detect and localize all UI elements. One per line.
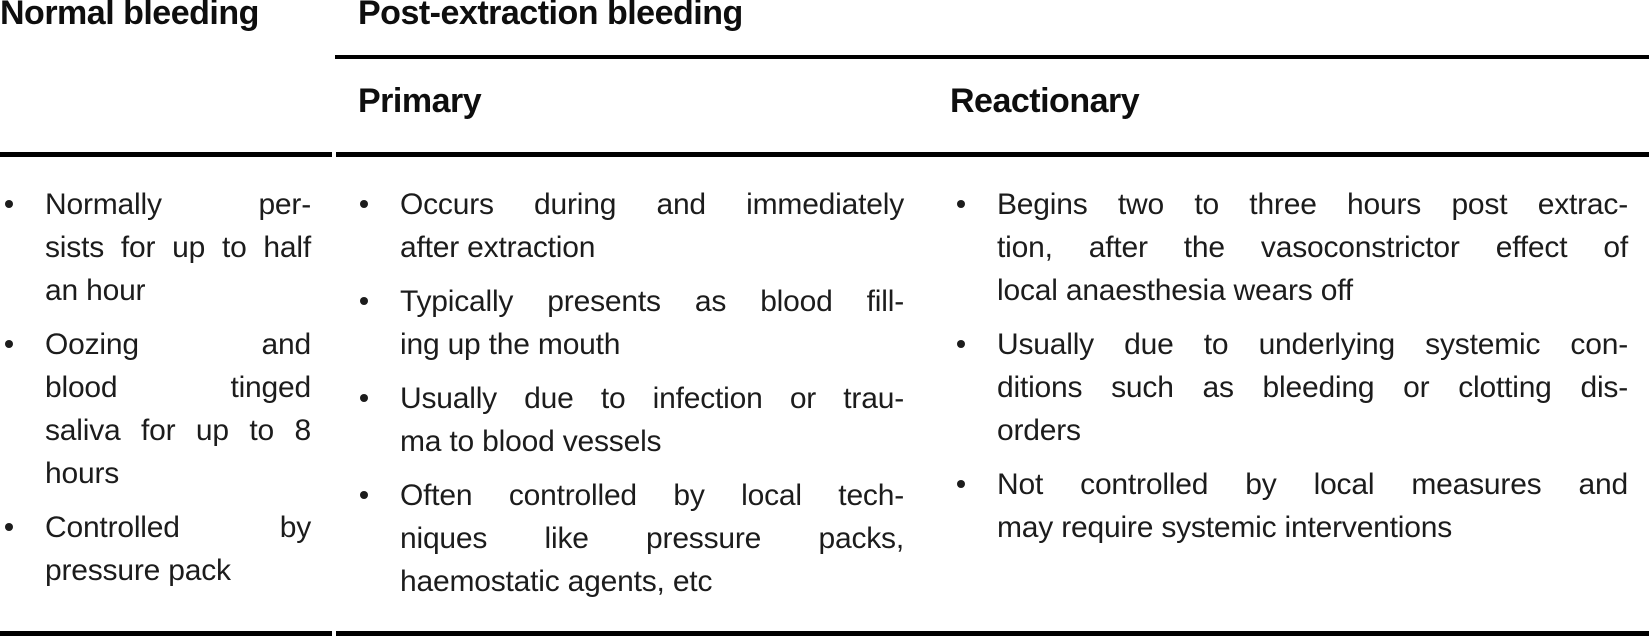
text-line: niques like pressure packs,: [400, 522, 904, 555]
text-line: ma to blood vessels: [400, 425, 662, 458]
text-line: Begins two to three hours post extrac-: [997, 188, 1628, 221]
list-item-text: Usually due to underlying systemic con-d…: [997, 323, 1628, 452]
column-body-primary: Occurs during and immediately after extra…: [360, 183, 904, 603]
list-item-text: Controlled by pressure pack: [45, 506, 311, 592]
text-line: Usually due to underlying systemic con-: [997, 328, 1628, 361]
text-line: local anaesthesia wears off: [997, 274, 1353, 307]
table-bottom-rule-right: [336, 631, 1649, 636]
bullet-icon: [5, 340, 13, 348]
text-line: Not controlled by local measures and: [997, 468, 1628, 501]
text-line: an hour: [45, 274, 146, 307]
bullet-icon: [360, 394, 368, 402]
column-group-header-post-extraction-bleeding: Post-extraction bleeding: [358, 0, 743, 32]
text-line: haemostatic agents, etc: [400, 565, 713, 598]
text-line: Typically presents as blood fill-: [400, 285, 904, 318]
list-item: Usually due to infection or trau-ma to b…: [360, 377, 904, 463]
bullet-icon: [957, 200, 965, 208]
column-header-reactionary: Reactionary: [950, 82, 1140, 120]
column-header-primary: Primary: [358, 82, 482, 120]
text-line: Occurs during and immediately: [400, 188, 904, 221]
table-bottom-rule-left: [0, 631, 332, 636]
bullet-icon: [5, 523, 13, 531]
list-item: Not controlled by local measures and may …: [957, 463, 1628, 549]
text-line: after extraction: [400, 231, 596, 264]
bullet-icon: [360, 491, 368, 499]
list-item: Normally per-sists for up to half an hour: [5, 183, 311, 312]
list-item-text: Oozing and blood tinged saliva for up to 8…: [45, 323, 311, 495]
bullet-icon: [5, 200, 13, 208]
list-item: Typically presents as blood fill-ing up …: [360, 280, 904, 366]
bullet-icon: [957, 340, 965, 348]
list-item-text: Not controlled by local measures and may …: [997, 463, 1628, 549]
column-body-normal-bleeding: Normally per-sists for up to half an hour…: [5, 183, 311, 592]
text-line: may require systemic interventions: [997, 511, 1453, 544]
text-line: orders: [997, 414, 1081, 447]
list-item-text: Begins two to three hours post extrac-ti…: [997, 183, 1628, 312]
list-item: Begins two to three hours post extrac-ti…: [957, 183, 1628, 312]
bullet-icon: [360, 200, 368, 208]
text-line: Normally per-: [45, 188, 311, 221]
column-body-reactionary: Begins two to three hours post extrac-ti…: [957, 183, 1628, 549]
list-item: Oozing and blood tinged saliva for up to 8…: [5, 323, 311, 495]
text-line: ditions such as bleeding or clotting dis…: [997, 371, 1628, 404]
list-item: Usually due to underlying systemic con-d…: [957, 323, 1628, 452]
header-divider-rule-left: [0, 152, 332, 157]
list-item-text: Typically presents as blood fill-ing up …: [400, 280, 904, 366]
text-line: sists for up to half: [45, 231, 311, 264]
column-header-normal-bleeding: Normal bleeding: [0, 0, 259, 32]
bullet-icon: [360, 297, 368, 305]
text-line: ing up the mouth: [400, 328, 621, 361]
list-item-text: Often controlled by local tech-niques li…: [400, 474, 904, 603]
list-item-text: Normally per-sists for up to half an hour: [45, 183, 311, 312]
header-divider-rule-right: [336, 152, 1649, 157]
text-line: pressure pack: [45, 554, 231, 587]
text-line: Usually due to infection or trau-: [400, 382, 904, 415]
group-header-underline-rule: [335, 55, 1649, 59]
list-item: Occurs during and immediately after extra…: [360, 183, 904, 269]
text-line: Controlled by: [45, 511, 311, 544]
text-line: Oozing and: [45, 328, 311, 361]
list-item-text: Usually due to infection or trau-ma to b…: [400, 377, 904, 463]
bullet-icon: [957, 480, 965, 488]
list-item-text: Occurs during and immediately after extra…: [400, 183, 904, 269]
list-item: Often controlled by local tech-niques li…: [360, 474, 904, 603]
text-line: hours: [45, 457, 120, 490]
text-line: tion, after the vasoconstrictor effect o…: [997, 231, 1628, 264]
text-line: saliva for up to 8: [45, 414, 311, 447]
text-line: Often controlled by local tech-: [400, 479, 904, 512]
list-item: Controlled by pressure pack: [5, 506, 311, 592]
text-line: blood tinged: [45, 371, 311, 404]
